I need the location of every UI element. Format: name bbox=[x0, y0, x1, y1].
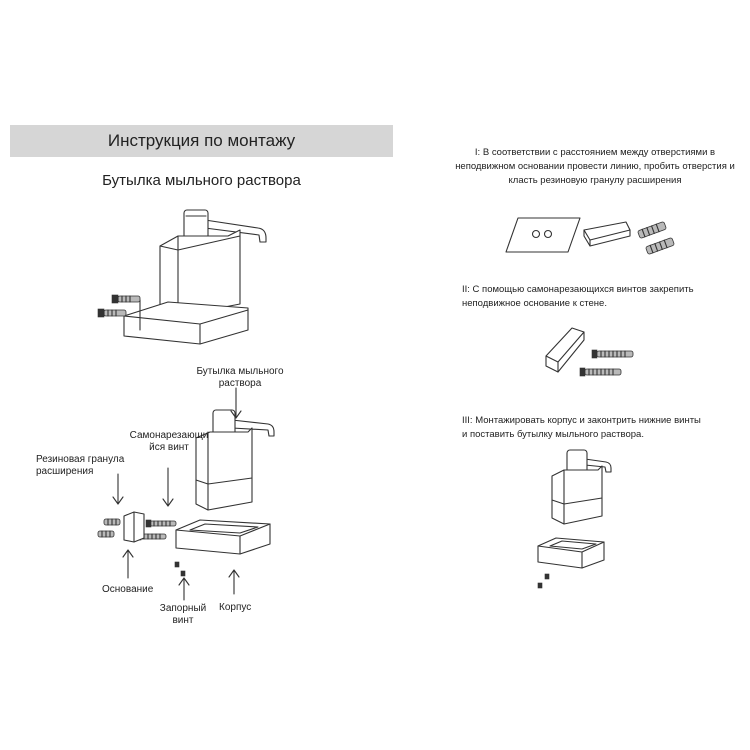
label-housing: Корпус bbox=[219, 602, 252, 613]
label-bottle-line-2: раствора bbox=[218, 378, 262, 389]
step-1-line-3: класть резиновую гранулу расширения bbox=[508, 175, 682, 186]
step-3-text: III: Монтажировать корпус и законтрить н… bbox=[462, 414, 742, 442]
step-3-line-1: III: Монтажировать корпус и законтрить н… bbox=[462, 415, 701, 426]
label-anchor-line-2: расширения bbox=[36, 466, 94, 477]
product-title: Бутылка мыльного раствора bbox=[102, 172, 301, 189]
step-3-illustration bbox=[537, 449, 612, 589]
step-2-line-1: II: С помощью самонарезающихся винтов за… bbox=[462, 284, 694, 295]
exploded-view-illustration bbox=[97, 387, 275, 601]
label-base: Основание bbox=[102, 584, 154, 595]
step-2-illustration bbox=[545, 327, 634, 377]
label-lock-screw-line-1: Запорный bbox=[159, 603, 207, 614]
label-bottle-line-1: Бутылка мыльного bbox=[196, 366, 284, 377]
page-title: Инструкция по монтажу bbox=[107, 131, 296, 150]
label-screw-line-1: Самонарезающи bbox=[129, 430, 209, 441]
assembled-dispenser-illustration bbox=[97, 209, 267, 345]
header-bar bbox=[10, 125, 393, 157]
label-anchor: Резиновая гранула расширения bbox=[36, 454, 156, 478]
step-1-text: I: В соответствии с расстоянием между от… bbox=[440, 146, 750, 188]
step-2-line-2: неподвижное основание к стене. bbox=[462, 298, 607, 309]
label-screw-line-2: йся винт bbox=[149, 442, 189, 453]
step-1-line-1: I: В соответствии с расстоянием между от… bbox=[474, 147, 716, 158]
step-1-illustration bbox=[505, 217, 675, 255]
label-anchor-line-1: Резиновая гранула bbox=[36, 454, 125, 465]
step-2-text: II: С помощью самонарезающихся винтов за… bbox=[462, 283, 742, 311]
label-screw: Самонарезающи йся винт bbox=[110, 430, 228, 454]
step-3-line-2: и поставить бутылку мыльного раствора. bbox=[462, 429, 644, 440]
label-bottle: Бутылка мыльного раствора bbox=[194, 366, 286, 390]
label-lock-screw-line-2: винт bbox=[172, 615, 194, 626]
step-1-line-2: неподвижном основании провести линию, пр… bbox=[455, 161, 735, 172]
label-lock-screw: Запорный винт bbox=[148, 603, 218, 627]
